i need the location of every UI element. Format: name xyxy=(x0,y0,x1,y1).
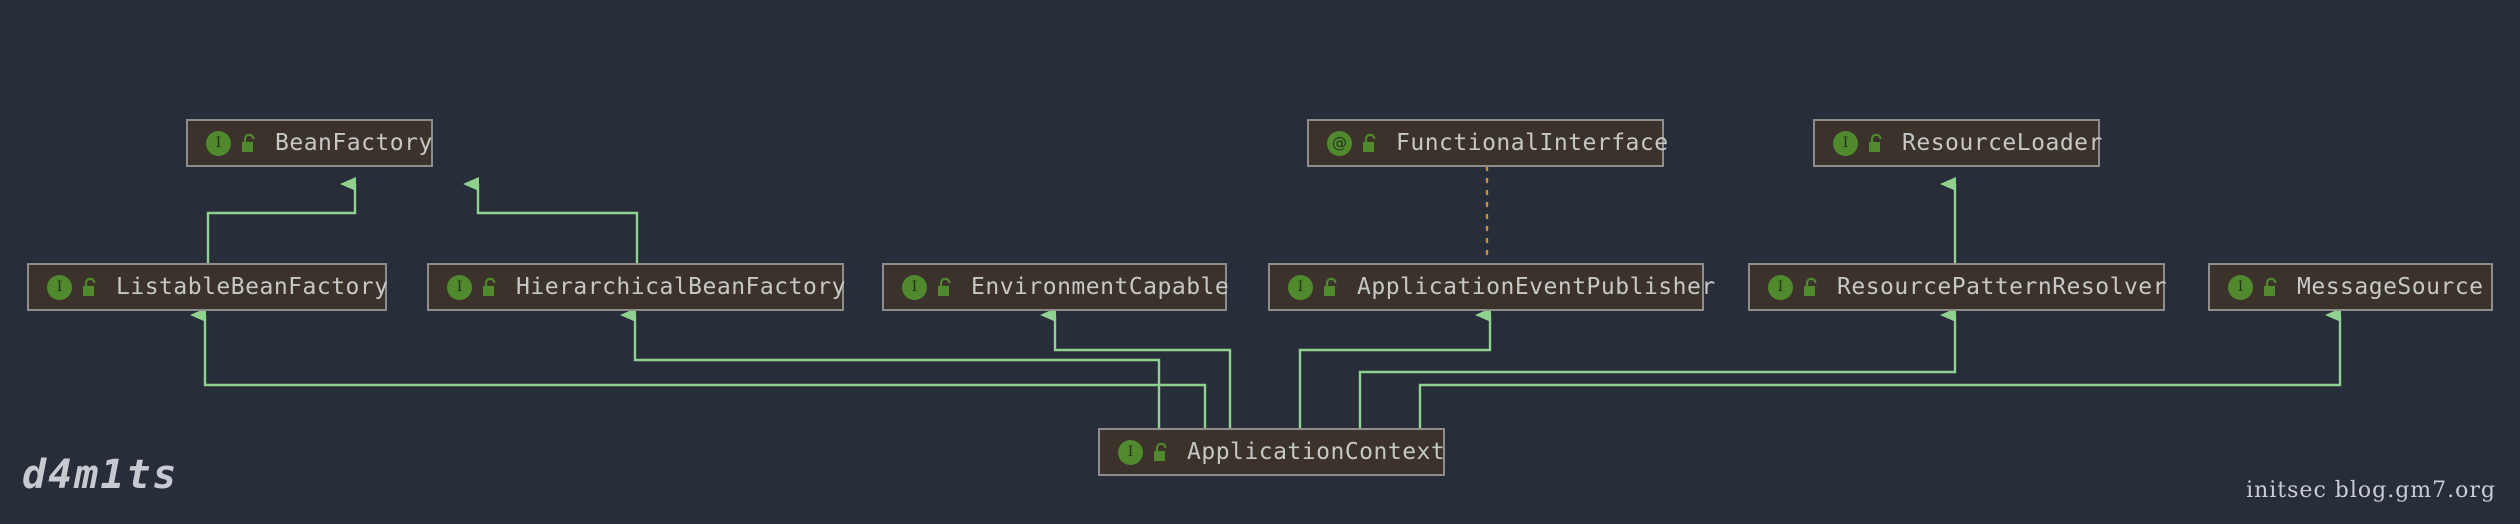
node-icons: I xyxy=(47,274,100,300)
node-label: ApplicationEventPublisher xyxy=(1357,273,1716,300)
node-label: ListableBeanFactory xyxy=(116,273,389,300)
node-icons: I xyxy=(902,274,955,300)
node-icons: I xyxy=(1833,130,1886,156)
node-applicationContext[interactable]: I ApplicationContext xyxy=(1098,428,1445,476)
node-label: BeanFactory xyxy=(275,129,433,156)
node-applicationEventPublisher[interactable]: I ApplicationEventPublisher xyxy=(1268,263,1715,311)
node-label: EnvironmentCapable xyxy=(971,273,1230,300)
unlocked-padlock-icon xyxy=(83,277,96,296)
edge-listableBeanFactory-beanFactory xyxy=(206,177,357,263)
interface-icon: I xyxy=(1768,274,1793,300)
credit-text: initsec blog.gm7.org xyxy=(2246,478,2496,503)
node-resourcePatternResolver[interactable]: I ResourcePatternResolver xyxy=(1748,263,2167,311)
watermark-logo: d4m1ts xyxy=(22,452,179,498)
unlocked-padlock-icon xyxy=(1869,133,1882,152)
unlocked-padlock-icon xyxy=(1363,133,1376,152)
edge-applicationContext-messageSource xyxy=(1418,308,2342,428)
node-icons: I xyxy=(1288,274,1341,300)
node-label: ResourceLoader xyxy=(1902,129,2103,156)
annotation-icon: @ xyxy=(1327,130,1352,156)
unlocked-padlock-icon xyxy=(1324,277,1337,296)
interface-icon: I xyxy=(47,274,72,300)
node-icons: I xyxy=(1768,274,1821,300)
node-icons: I xyxy=(2228,274,2281,300)
interface-icon: I xyxy=(1118,439,1143,465)
edge-applicationContext-environmentCapable xyxy=(1040,308,1232,428)
node-icons: I xyxy=(447,274,500,300)
node-environmentCapable[interactable]: I EnvironmentCapable xyxy=(882,263,1230,311)
edge-applicationContext-applicationEventPublisher xyxy=(1298,308,1492,428)
unlocked-padlock-icon xyxy=(1154,442,1167,461)
edge-applicationContext-hierarchicalBeanFactory-main xyxy=(620,308,1161,428)
interface-icon: I xyxy=(1288,274,1313,300)
node-listableBeanFactory[interactable]: I ListableBeanFactory xyxy=(27,263,389,311)
node-icons: I xyxy=(1118,439,1171,465)
node-hierarchicalBeanFactory[interactable]: I HierarchicalBeanFactory xyxy=(427,263,846,311)
node-icons: @ xyxy=(1327,130,1380,156)
unlocked-padlock-icon xyxy=(938,277,951,296)
node-beanFactory[interactable]: I BeanFactory xyxy=(186,119,433,167)
edge-hierarchicalBeanFactory-beanFactory xyxy=(463,177,639,263)
node-label: HierarchicalBeanFactory xyxy=(516,273,846,300)
interface-icon: I xyxy=(2228,274,2253,300)
edge-applicationContext-resourcePatternResolver xyxy=(1358,308,1957,428)
node-icons: I xyxy=(206,130,259,156)
unlocked-padlock-icon xyxy=(1804,277,1817,296)
node-label: ResourcePatternResolver xyxy=(1837,273,2167,300)
node-messageSource[interactable]: I MessageSource xyxy=(2208,263,2493,311)
unlocked-padlock-icon xyxy=(483,277,496,296)
node-functionalInterface[interactable]: @ FunctionalInterface xyxy=(1307,119,1668,167)
node-label: ApplicationContext xyxy=(1187,438,1446,465)
node-resourceLoader[interactable]: I ResourceLoader xyxy=(1813,119,2103,167)
unlocked-padlock-icon xyxy=(242,133,255,152)
interface-icon: I xyxy=(1833,130,1858,156)
unlocked-padlock-icon xyxy=(2264,277,2277,296)
interface-icon: I xyxy=(206,130,231,156)
edge-applicationContext-listableBeanFactory xyxy=(190,308,1207,428)
interface-icon: I xyxy=(902,274,927,300)
node-label: FunctionalInterface xyxy=(1396,129,1669,156)
node-label: MessageSource xyxy=(2297,273,2484,300)
interface-icon: I xyxy=(447,274,472,300)
